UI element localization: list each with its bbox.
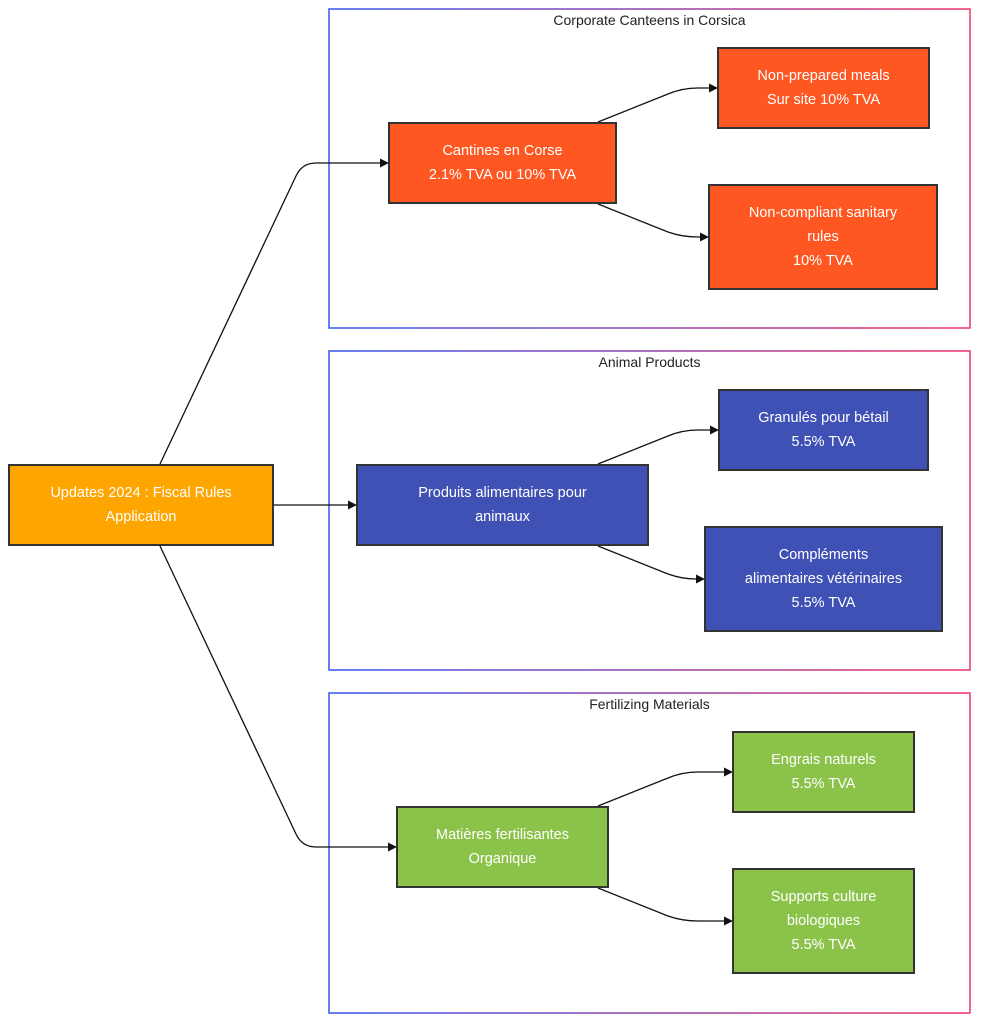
node-supports-culture[interactable]: Supports culture biologiques 5.5% TVA (732, 868, 915, 974)
node-label-line: Sur site 10% TVA (766, 92, 881, 108)
node-label-line: Engrais naturels (771, 752, 876, 768)
edge-animal-granules (597, 425, 719, 465)
edge-canteens-noncompliant (597, 203, 709, 242)
node-label-line: Granulés pour bétail (758, 410, 889, 426)
node-label-line: biologiques (786, 913, 861, 929)
node-label-line: Compléments (778, 547, 869, 563)
node-granules-betail[interactable]: Granulés pour bétail 5.5% TVA (718, 389, 929, 471)
node-engrais-naturels[interactable]: Engrais naturels 5.5% TVA (732, 731, 915, 813)
node-label-line: animaux (475, 509, 530, 525)
node-label-line: Supports culture (770, 889, 877, 905)
node-label-line: Non-prepared meals (757, 68, 890, 84)
node-label-line: 5.5% TVA (791, 776, 856, 792)
node-matieres-fertilisantes[interactable]: Matières fertilisantes Organique (396, 806, 609, 888)
node-non-prepared-meals[interactable]: Non-prepared meals Sur site 10% TVA (717, 47, 930, 129)
node-complements-veterinaires[interactable]: Compléments alimentaires vétérinaires 5.… (704, 526, 943, 632)
edge-fertilizing-supports (597, 887, 733, 926)
node-cantines-corse[interactable]: Cantines en Corse 2.1% TVA ou 10% TVA (388, 122, 617, 204)
node-label-line: rules (807, 229, 839, 245)
edge-canteens-nonprepared (597, 83, 718, 123)
cluster-frame-canteens (328, 8, 971, 329)
root-node[interactable]: Updates 2024 : Fiscal Rules Application (8, 464, 274, 546)
node-non-compliant-sanitary[interactable]: Non-compliant sanitary rules 10% TVA (708, 184, 938, 290)
cluster-frame-fertilizing (328, 692, 971, 1014)
node-label-line: 5.5% TVA (791, 595, 856, 611)
cluster-frame-animal (328, 350, 971, 671)
node-label-line: 5.5% TVA (791, 434, 856, 450)
edge-animal-complements (597, 545, 705, 584)
cluster-title-animal: Animal Products (598, 354, 701, 370)
node-label-line: 2.1% TVA ou 10% TVA (428, 167, 577, 183)
cluster-title-fertilizing: Fertilizing Materials (589, 696, 710, 712)
node-produits-alimentaires-animaux[interactable]: Produits alimentaires pour animaux (356, 464, 649, 546)
root-node-label: Updates 2024 : Fiscal Rules Application (50, 485, 232, 525)
node-label-line: Cantines en Corse (442, 143, 563, 159)
node-label-line: Produits alimentaires pour (418, 485, 587, 501)
edge-root-canteens (159, 158, 389, 465)
node-label-line: 5.5% TVA (791, 937, 856, 953)
cluster-title-canteens: Corporate Canteens in Corsica (553, 12, 746, 28)
node-label-line: 10% TVA (793, 253, 853, 269)
node-label-line: Matières fertilisantes (436, 827, 569, 843)
node-label-line: Organique (468, 851, 537, 867)
node-label-line: alimentaires vétérinaires (744, 571, 903, 587)
edge-root-fertilizing (159, 545, 397, 852)
node-label-line: Non-compliant sanitary (748, 205, 898, 221)
edge-fertilizing-engrais (597, 767, 733, 807)
